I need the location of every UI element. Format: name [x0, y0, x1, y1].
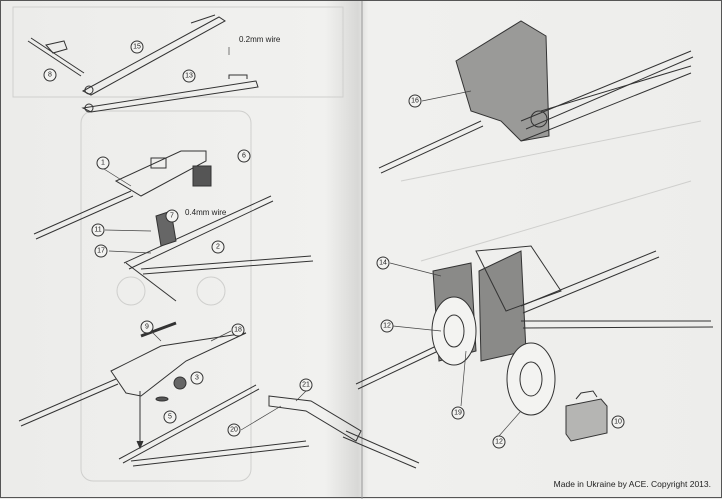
- part-6-shape: [192, 165, 212, 187]
- callout-8: 8: [43, 68, 57, 82]
- callout-5: 5: [163, 410, 177, 424]
- callout-11: 11: [91, 223, 105, 237]
- callout-15: 15: [130, 40, 144, 54]
- callout-19: 19: [451, 406, 465, 420]
- callout-12-left-wheel: 12: [380, 319, 394, 333]
- callout-2: 2: [211, 240, 225, 254]
- callout-21: 21: [299, 378, 313, 392]
- callout-10: 10: [611, 415, 625, 429]
- callout-12-right-wheel: 12: [492, 435, 506, 449]
- barrel-assembly-1-drawing: [33, 150, 207, 240]
- wire-note-0-4mm: 0.4mm wire: [185, 208, 227, 217]
- breech-20-21-drawing: [268, 395, 420, 469]
- faded-backprint: [12, 6, 702, 482]
- callout-13: 13: [182, 69, 196, 83]
- callout-3: 3: [190, 371, 204, 385]
- callout-6: 6: [237, 149, 251, 163]
- trail-13-drawing: [81, 74, 259, 113]
- callout-14: 14: [376, 256, 390, 270]
- callout-1: 1: [96, 156, 110, 170]
- callout-16: 16: [408, 94, 422, 108]
- callout-7: 7: [165, 209, 179, 223]
- copyright-footer: Made in Ukraine by ACE. Copyright 2013.: [553, 479, 711, 489]
- leader-lines: [103, 47, 522, 437]
- ammo-box-10-drawing: [565, 390, 608, 442]
- complete-gun-drawing: [355, 245, 714, 416]
- callout-17: 17: [94, 244, 108, 258]
- gun-subassembly-drawing: [18, 321, 247, 450]
- trail-15-drawing: [81, 14, 226, 96]
- callout-20: 20: [227, 423, 241, 437]
- part-8-drawing: [27, 37, 85, 77]
- callout-9: 9: [140, 320, 154, 334]
- lower-trails-drawing: [118, 384, 310, 467]
- callout-18: 18: [231, 323, 245, 337]
- gun-with-shield-drawing: [378, 20, 694, 174]
- wire-note-0-2mm: 0.2mm wire: [239, 35, 281, 44]
